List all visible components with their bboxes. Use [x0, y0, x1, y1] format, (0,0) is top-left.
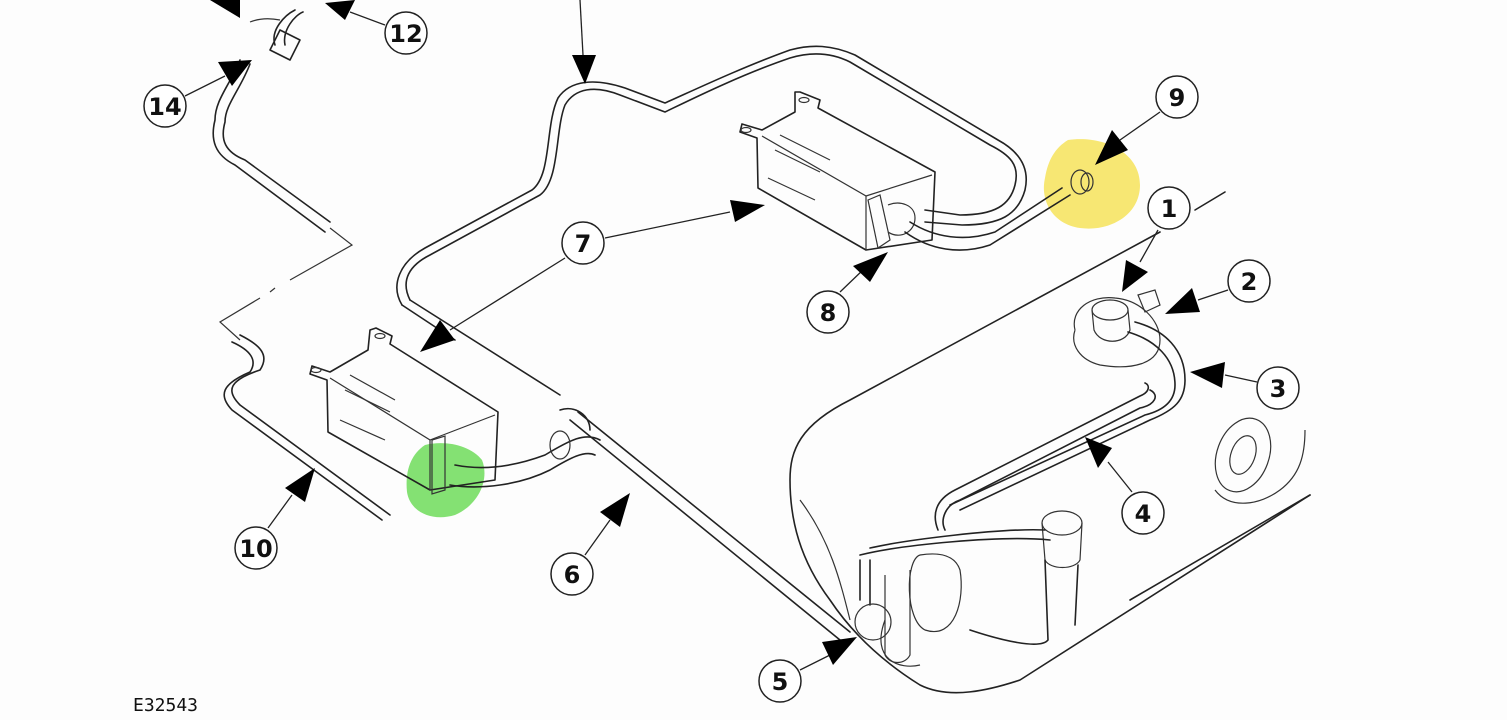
break-line [218, 227, 354, 341]
callout-14: 14 [143, 84, 187, 128]
callout-label: 8 [820, 299, 837, 327]
callout-8: 8 [806, 290, 850, 334]
main-vent-pipe [396, 45, 1027, 396]
callout-label: 14 [148, 93, 181, 121]
callout-label: 7 [575, 230, 592, 258]
arrow-1 [1122, 260, 1148, 292]
arrow-3 [1190, 362, 1225, 388]
arrow-7a [730, 200, 765, 222]
arrow-7b [420, 320, 455, 352]
callout-label: 10 [239, 535, 272, 563]
callout-label: 2 [1241, 268, 1258, 296]
connector-9 [1070, 169, 1094, 195]
callout-label: 6 [564, 561, 581, 589]
arrow-pipe-top [572, 55, 596, 84]
arrow-5 [822, 637, 857, 665]
arrow-12 [325, 0, 355, 20]
arrow-6 [600, 493, 630, 527]
callout-4: 4 [1121, 491, 1165, 535]
rear-canister [309, 327, 851, 641]
arrow-8 [853, 252, 888, 282]
callout-circle [234, 526, 278, 570]
yellow-highlight-mark [1043, 139, 1140, 229]
callout-circle [1155, 75, 1199, 119]
callout-12: 12 [384, 11, 428, 55]
arrow-2 [1165, 288, 1200, 314]
front-canister [739, 91, 1071, 251]
arrow-4 [1085, 437, 1112, 468]
callout-label: 12 [389, 20, 422, 48]
fuel-tank [789, 191, 1311, 694]
arrow-10 [285, 468, 315, 502]
callout-circle [1227, 259, 1271, 303]
callout-circle [561, 221, 605, 265]
callout-1: 1 [1147, 186, 1191, 230]
callout-label: 1 [1161, 195, 1178, 223]
arrow-14 [218, 60, 252, 86]
left-pipe-lower [223, 334, 391, 521]
leaders [184, 0, 1258, 671]
callout-label: 4 [1135, 500, 1152, 528]
callout-circle [1147, 186, 1191, 230]
callout-circle [1121, 491, 1165, 535]
callout-label: 5 [772, 668, 789, 696]
left-pipe-upper [212, 9, 331, 233]
callout-circle [550, 552, 594, 596]
callout-circle [806, 290, 850, 334]
arrow-9 [1095, 130, 1128, 165]
callout-2: 2 [1227, 259, 1271, 303]
callout-7: 7 [561, 221, 605, 265]
reference-code: E32543 [133, 695, 198, 716]
callout-9: 9 [1155, 75, 1199, 119]
callout-10: 10 [234, 526, 278, 570]
callout-label: 9 [1169, 84, 1186, 112]
callout-6: 6 [550, 552, 594, 596]
callout-circle [758, 659, 802, 703]
callout-3: 3 [1256, 366, 1300, 410]
callout-circle [384, 11, 428, 55]
callout-circle [143, 84, 187, 128]
arrow-top-left [210, 0, 240, 18]
callout-label: 3 [1270, 375, 1287, 403]
callout-5: 5 [758, 659, 802, 703]
callout-circle [1256, 366, 1300, 410]
